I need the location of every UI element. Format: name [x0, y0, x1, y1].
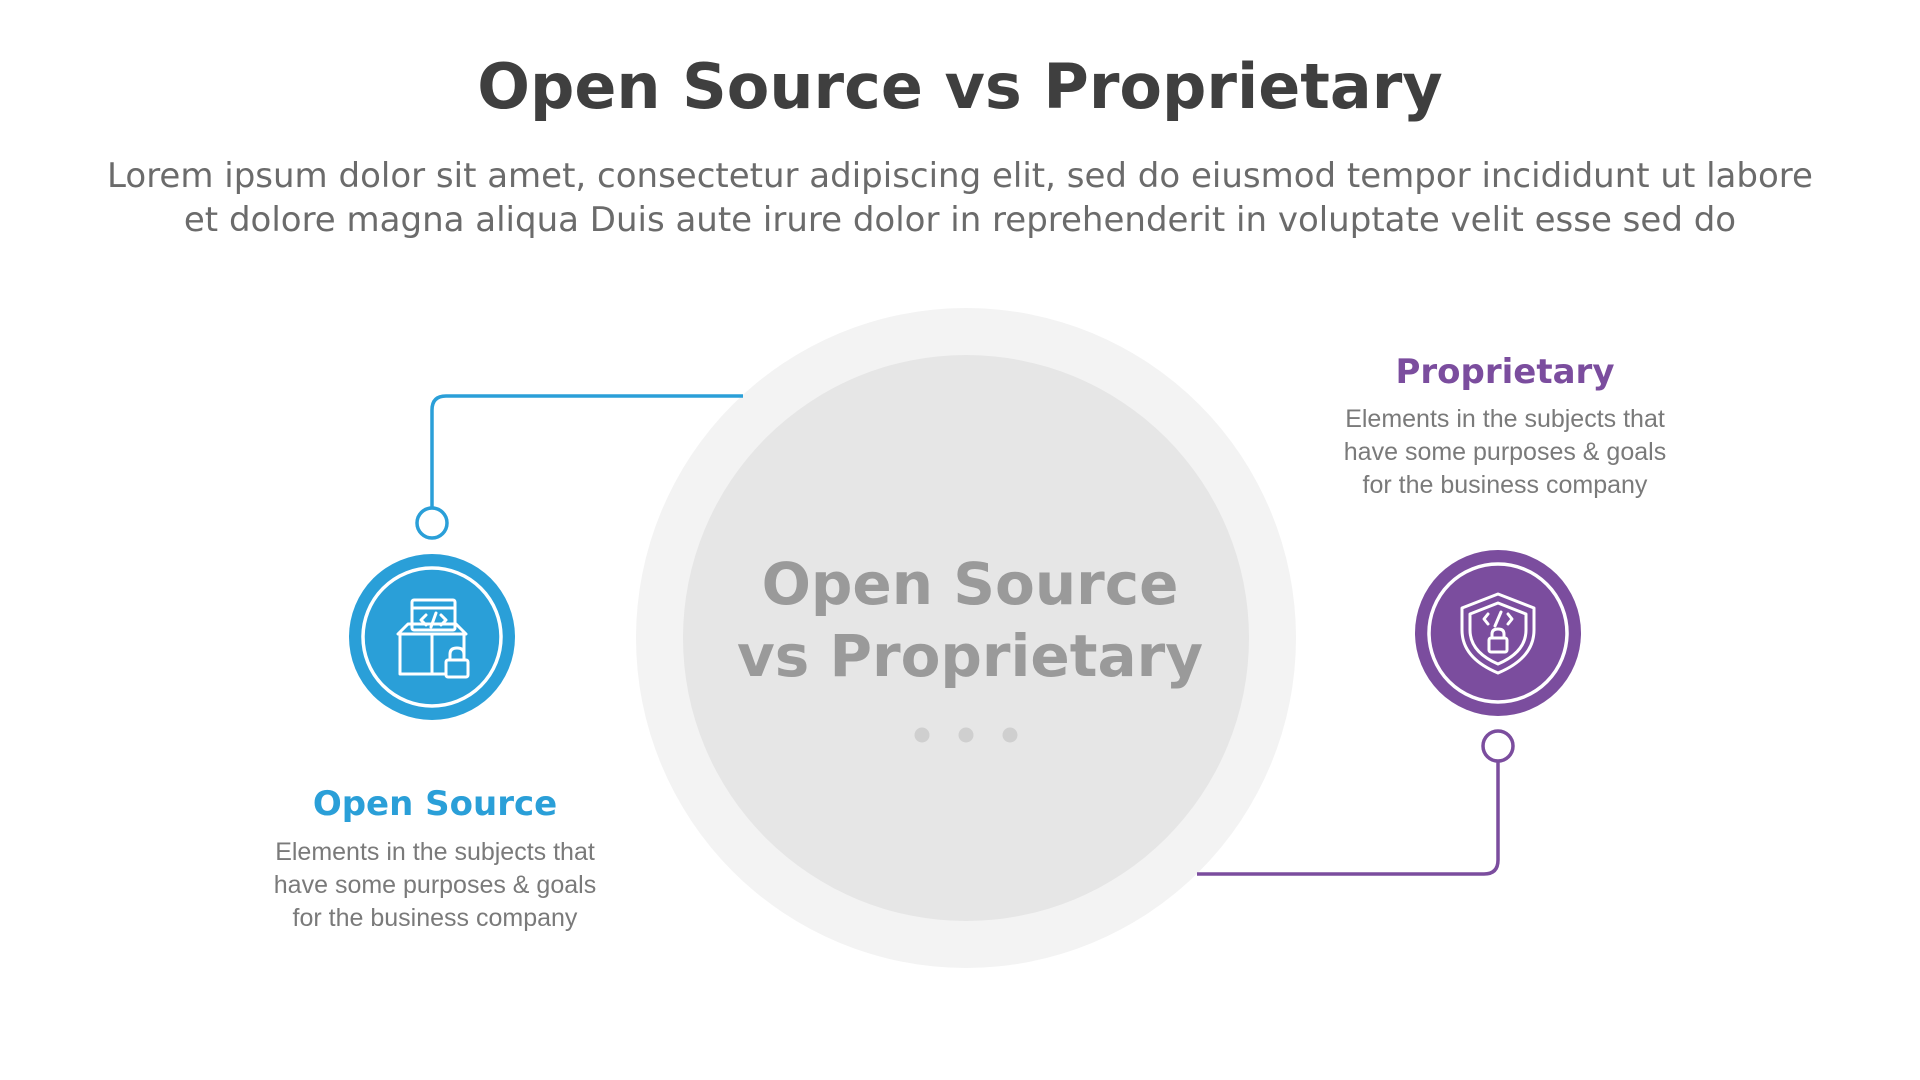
subtitle-line-2: et dolore magna aliqua Duis aute irure d…: [183, 200, 1737, 240]
open-source-desc-line-1: Elements in the subjects that: [275, 838, 595, 866]
proprietary-description: Elements in the subjects that have some …: [1285, 403, 1725, 502]
subtitle-line-1: Lorem ipsum dolor sit amet, consectetur …: [107, 156, 1813, 196]
page-title: Open Source vs Proprietary: [477, 50, 1443, 123]
proprietary-title: Proprietary: [1395, 352, 1615, 392]
center-label: Open Source vs Proprietary: [690, 548, 1250, 692]
center-inner-circle: [683, 355, 1249, 921]
center-dot-2: [958, 727, 974, 743]
center-label-line-2: vs Proprietary: [736, 622, 1204, 690]
right-connector-line: [1197, 762, 1500, 876]
center-dot-3: [1002, 727, 1018, 743]
proprietary-desc-line-1: Elements in the subjects that: [1345, 405, 1665, 433]
left-connector-node: [415, 506, 449, 540]
right-connector-node: [1481, 729, 1515, 763]
open-source-description: Elements in the subjects that have some …: [215, 836, 655, 935]
center-dot-1: [914, 727, 930, 743]
shield-code-lock-icon: [1460, 592, 1536, 675]
open-source-desc-line-2: have some purposes & goals: [273, 871, 597, 899]
proprietary-desc-line-2: have some purposes & goals: [1343, 438, 1667, 466]
open-source-title: Open Source: [312, 784, 558, 824]
proprietary-badge: [1415, 550, 1581, 716]
proprietary-desc-line-3: for the business company: [1362, 471, 1648, 499]
center-label-line-1: Open Source: [761, 550, 1179, 618]
open-source-badge: [349, 554, 515, 720]
page-subtitle: Lorem ipsum dolor sit amet, consectetur …: [90, 154, 1830, 242]
open-source-desc-line-3: for the business company: [292, 904, 578, 932]
left-connector-line: [430, 394, 743, 507]
code-box-lock-icon: [396, 598, 470, 679]
